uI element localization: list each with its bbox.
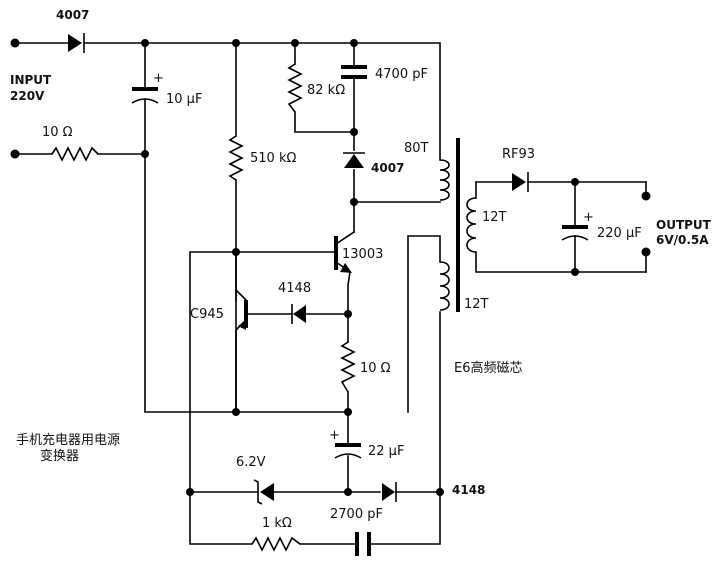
feedback-turns-label: 12T [464,297,489,312]
capacitor-output-label: 220 µF [597,226,642,241]
diode-input-symbol [68,33,85,53]
capacitor-snubber-symbol [341,65,367,79]
resistor-snubber-symbol [287,63,303,113]
input-voltage-label: 220V [10,89,45,103]
diode-input-label: 4007 [56,8,89,22]
wires [14,42,647,545]
transistor-main-label: 13003 [342,247,383,262]
transistor-ctrl-label: C945 [190,307,224,322]
diode-snubber-label: 4007 [371,161,404,175]
primary-winding-symbol [439,159,450,201]
resistor-feedback-label: 1 kΩ [262,516,292,531]
diode-ctrl-symbol [291,304,306,324]
transistor-ctrl-symbol [238,300,248,330]
input-label: INPUT [10,73,52,87]
zener-diode-symbol [253,479,274,505]
diode-ctrl-label: 4148 [278,281,311,296]
title-line1: 手机充电器用电源 [16,432,120,448]
resistor-input-label: 10 Ω [42,125,73,140]
secondary-winding-symbol [466,197,477,253]
capacitor-small-symbol [355,532,371,556]
capacitor-feedback-plus: + [329,428,340,443]
capacitor-output-plus: + [583,210,594,225]
diode-output-symbol [512,172,529,192]
capacitor-small-label: 2700 pF [330,507,383,522]
junction-dots [141,39,579,496]
diode-feedback-symbol [382,482,397,502]
resistor-feedback-symbol [251,536,301,552]
feedback-winding-symbol [439,261,450,311]
resistor-input-symbol [51,146,99,162]
resistor-emitter-label: 10 Ω [360,361,391,376]
capacitor-feedback-symbol [334,443,362,459]
output-terminals [641,181,651,273]
primary-turns-label: 80T [404,141,429,156]
capacitor-input-label: 10 µF [166,92,202,107]
diode-output-label: RF93 [502,147,535,162]
capacitor-output-symbol [561,225,589,241]
resistor-snubber-label: 82 kΩ [307,83,345,98]
output-rating-label: 6V/0.5A [656,233,709,247]
diode-feedback-label: 4148 [452,483,485,497]
secondary-turns-label: 12T [482,210,507,225]
capacitor-feedback-label: 22 µF [368,444,404,459]
capacitor-input-symbol [131,87,159,104]
input-terminals [10,38,20,159]
resistor-bias-label: 510 kΩ [250,151,296,166]
diode-snubber-symbol [343,152,365,168]
core-note-label: E6高频磁芯 [454,360,523,376]
capacitor-snubber-label: 4700 pF [375,67,428,82]
resistor-emitter-symbol [340,341,356,393]
title-line2: 变换器 [40,448,79,464]
resistor-bias-symbol [228,135,244,181]
output-label: OUTPUT [656,218,712,232]
transistor-main-symbol [334,230,356,274]
capacitor-input-plus: + [153,71,164,86]
zener-label: 6.2V [236,455,266,470]
